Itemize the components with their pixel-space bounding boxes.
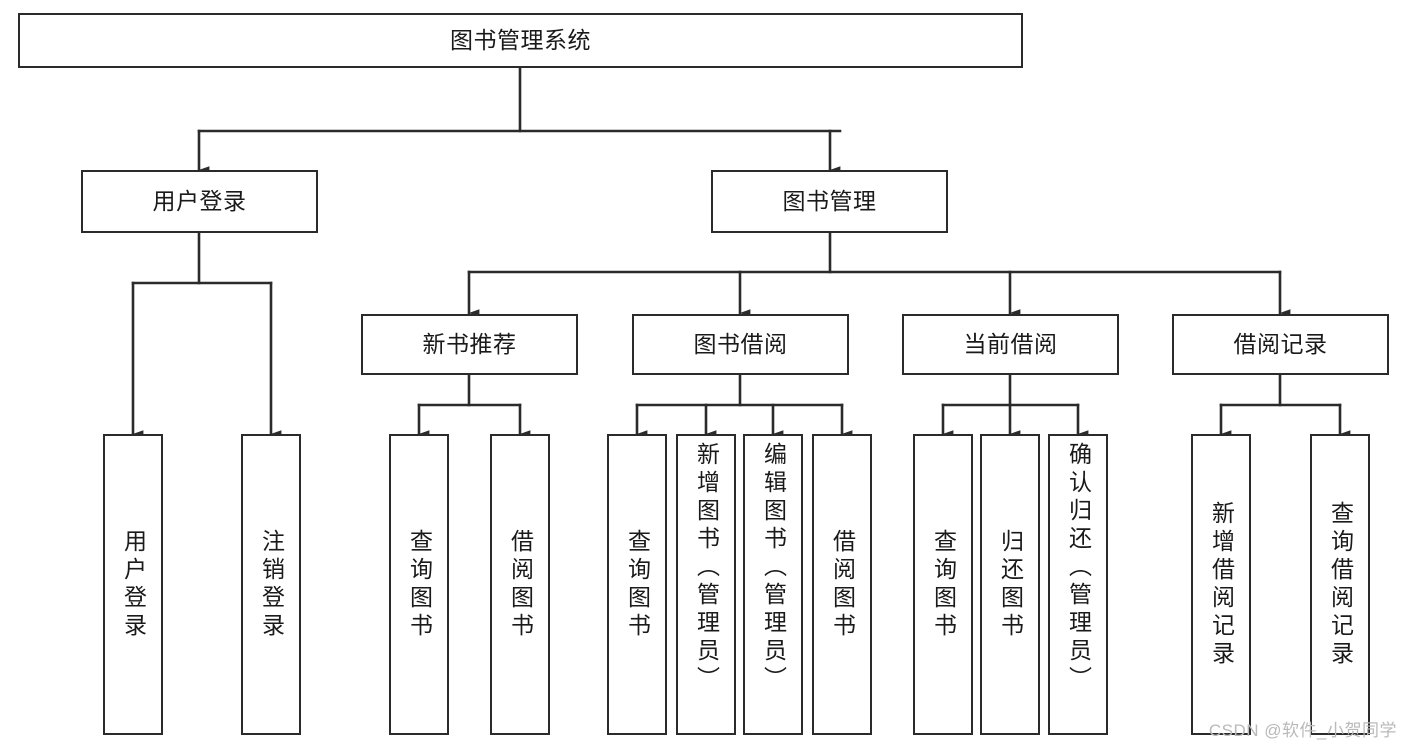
node-label: 查询图书 (406, 528, 433, 641)
node-leaf-borrow-book-2[interactable]: 借阅图书 (812, 434, 872, 735)
node-label: 借阅图书 (829, 528, 856, 641)
node-current-borrow[interactable]: 当前借阅 (902, 314, 1119, 375)
node-leaf-query-book-1[interactable]: 查询图书 (389, 434, 449, 735)
node-label: 图书管理系统 (450, 26, 591, 53)
node-leaf-add-record[interactable]: 新增借阅记录 (1191, 434, 1251, 735)
csdn-watermark: CSDN @软件_小贺同学 (1208, 721, 1397, 740)
node-leaf-borrow-book-1[interactable]: 借阅图书 (490, 434, 550, 735)
node-leaf-return-book[interactable]: 归还图书 (980, 434, 1040, 735)
node-leaf-edit-book[interactable]: 编辑图书（管理员） (743, 434, 803, 735)
node-book-borrow[interactable]: 图书借阅 (632, 314, 849, 375)
node-user-login[interactable]: 用户登录 (81, 170, 318, 233)
node-label: 用户登录 (152, 187, 247, 214)
node-new-book-recommend[interactable]: 新书推荐 (361, 314, 578, 375)
node-label: 图书管理 (782, 187, 877, 214)
node-label: 借阅记录 (1233, 330, 1328, 357)
node-root-system[interactable]: 图书管理系统 (18, 13, 1023, 68)
node-book-management[interactable]: 图书管理 (711, 170, 948, 233)
node-leaf-user-login[interactable]: 用户登录 (103, 434, 163, 735)
node-leaf-query-book-3[interactable]: 查询图书 (913, 434, 973, 735)
node-borrow-record[interactable]: 借阅记录 (1172, 314, 1389, 375)
node-label: 图书借阅 (693, 330, 788, 357)
node-label: 归还图书 (997, 528, 1024, 641)
node-label: 新增图书（管理员） (693, 442, 720, 694)
node-label: 编辑图书（管理员） (760, 442, 787, 694)
node-label: 查询图书 (930, 528, 957, 641)
node-leaf-query-record[interactable]: 查询借阅记录 (1310, 434, 1370, 735)
node-label: 新书推荐 (422, 330, 517, 357)
node-label: 借阅图书 (507, 528, 534, 641)
node-leaf-confirm-return[interactable]: 确认归还（管理员） (1048, 434, 1108, 735)
node-label: 查询图书 (624, 528, 651, 641)
node-leaf-add-book[interactable]: 新增图书（管理员） (676, 434, 736, 735)
node-label: 用户登录 (120, 528, 147, 641)
node-label: 注销登录 (258, 528, 285, 641)
node-leaf-query-book-2[interactable]: 查询图书 (607, 434, 667, 735)
node-label: 当前借阅 (963, 330, 1058, 357)
node-label: 确认归还（管理员） (1065, 442, 1092, 694)
node-label: 查询借阅记录 (1327, 500, 1354, 669)
node-leaf-logout-login[interactable]: 注销登录 (241, 434, 301, 735)
node-label: 新增借阅记录 (1208, 500, 1235, 669)
